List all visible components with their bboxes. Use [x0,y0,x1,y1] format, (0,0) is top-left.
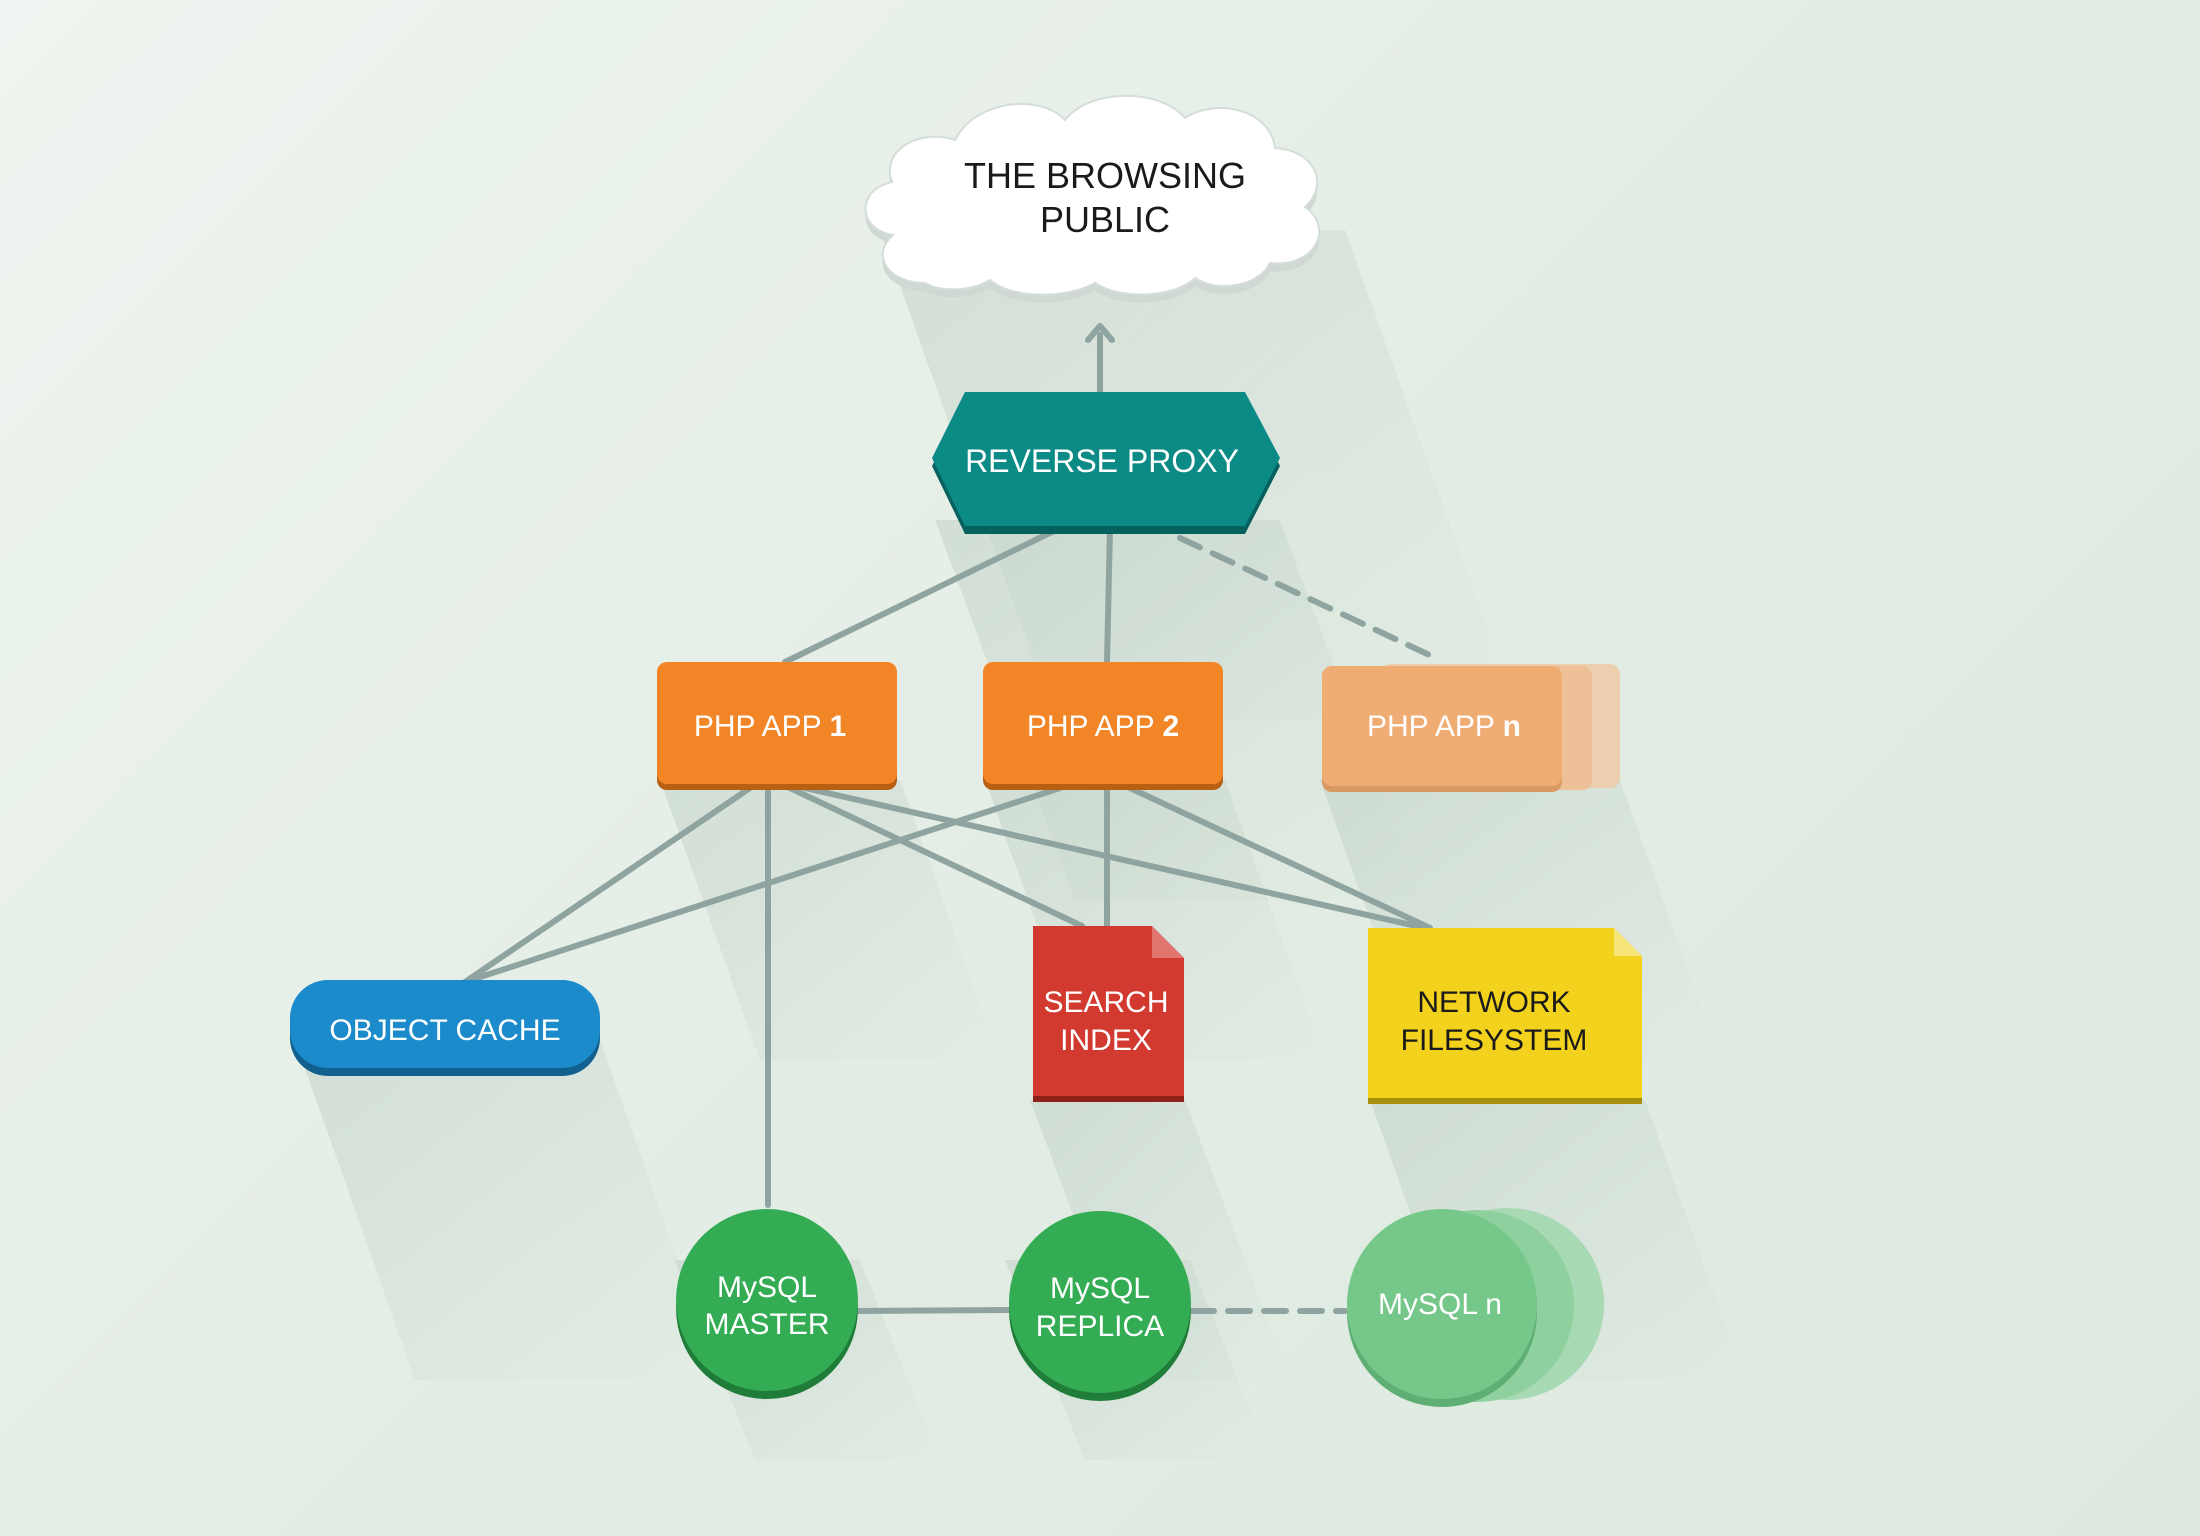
mysql-master-label-line1: MySQL [717,1271,817,1304]
reverse-proxy-node: REVERSE PROXY [932,392,1280,534]
mysql-replica-label-line2: REPLICA [1036,1310,1164,1343]
mysql-n-node: MySQL n [1347,1208,1604,1407]
network-filesystem-label-line1: NETWORK [1417,986,1570,1019]
network-filesystem-node: NETWORK FILESYSTEM [1368,928,1642,1104]
php-app-2-number: 2 [1162,710,1179,743]
object-cache-node: OBJECT CACHE [290,980,600,1076]
connector-lines [462,323,1443,1314]
reverse-proxy-label: REVERSE PROXY [965,443,1239,479]
connector-php1-to-cache [462,785,753,985]
php-app-n-text: PHP APP [1367,710,1503,743]
php-app-2-label: PHP APP 2 [1027,710,1179,743]
search-index-node: SEARCH INDEX [1033,926,1184,1102]
search-index-label-line1: SEARCH [1043,986,1168,1019]
network-filesystem-label-line2: FILESYSTEM [1401,1024,1588,1057]
cloud-label-line1: THE BROWSING [964,155,1246,196]
php-app-1-text: PHP APP [694,710,830,743]
connector-proxy-to-php2 [1104,525,1113,665]
connector-php2-to-cache [462,785,1063,985]
connector-php1-to-nfs [802,785,1428,931]
connector-proxy-to-php1 [782,525,1063,665]
mysql-master-node: MySQL MASTER [676,1209,858,1399]
connector-master-to-replica [855,1307,1013,1314]
cloud-label-line2: PUBLIC [1040,199,1170,240]
cloud-browsing-public: THE BROWSING PUBLIC [864,94,1321,303]
php-app-1-label: PHP APP 1 [694,710,846,743]
connector-php2-to-nfs [1127,785,1433,931]
php-app-n-number: n [1503,710,1521,743]
php-app-2-node: PHP APP 2 [983,662,1223,790]
object-cache-label: OBJECT CACHE [329,1014,560,1047]
mysql-n-label: MySQL n [1378,1288,1502,1321]
php-app-1-number: 1 [829,710,846,743]
mysql-replica-node: MySQL REPLICA [1009,1211,1191,1401]
php-app-n-label: PHP APP n [1367,710,1521,743]
mysql-master-label-line2: MASTER [704,1308,829,1341]
mysql-replica-label-line1: MySQL [1050,1272,1150,1305]
search-index-label-line2: INDEX [1060,1024,1152,1057]
php-app-n-node: PHP APP n [1322,664,1620,792]
arrowhead-up-icon [1085,323,1115,343]
connector-proxy-to-phpn [1177,535,1443,663]
php-app-1-node: PHP APP 1 [657,662,897,790]
connector-php1-to-search [787,785,1085,929]
php-app-2-text: PHP APP [1027,710,1163,743]
